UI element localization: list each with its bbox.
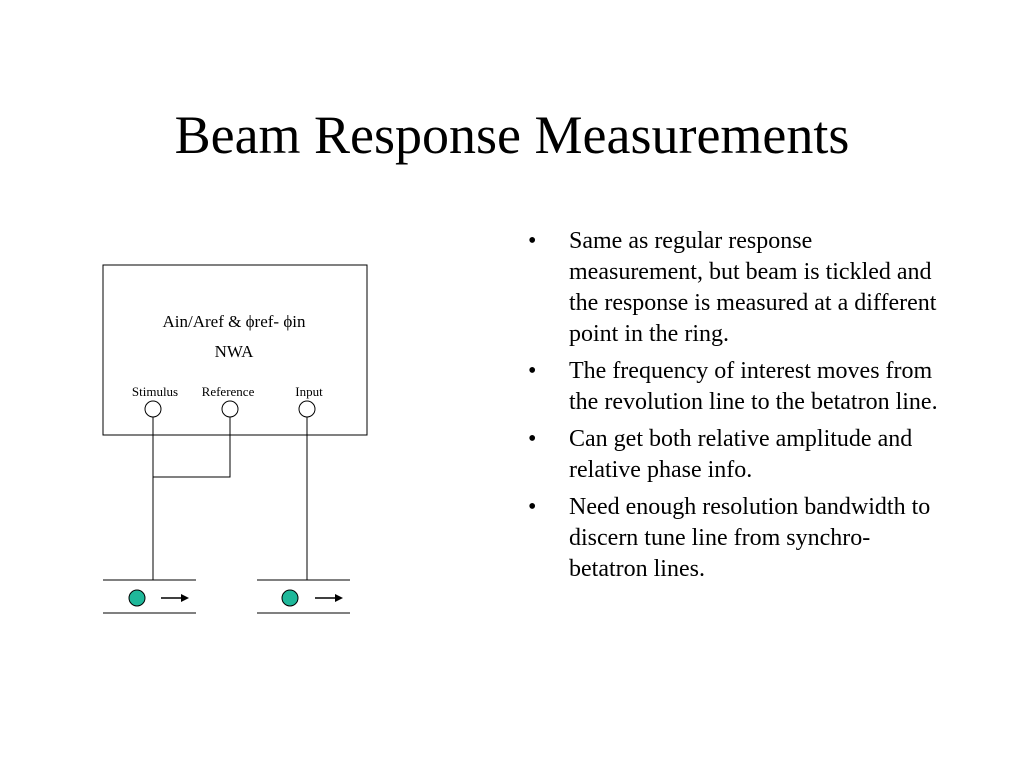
port-label-input: Input xyxy=(295,384,323,399)
bullet-text: Need enough resolution bandwidth to disc… xyxy=(569,494,931,582)
bullet-item: • Same as regular response measurement, … xyxy=(528,226,948,350)
bullet-item: • The frequency of interest moves from t… xyxy=(528,356,948,418)
bullet-marker: • xyxy=(528,358,537,384)
stimulus-port xyxy=(144,400,162,418)
input-port xyxy=(298,400,316,418)
port-label-stimulus: Stimulus xyxy=(132,384,178,399)
bullet-list: • Same as regular response measurement, … xyxy=(528,226,948,591)
beam-arrow-right-head xyxy=(335,594,343,602)
bullet-item: • Need enough resolution bandwidth to di… xyxy=(528,492,948,585)
port-label-reference: Reference xyxy=(202,384,255,399)
nwa-box xyxy=(102,264,368,436)
bullet-item: • Can get both relative amplitude and re… xyxy=(528,424,948,486)
instrument-label: NWA xyxy=(215,342,254,361)
slide-title: Beam Response Measurements xyxy=(174,105,850,165)
bullet-marker: • xyxy=(528,228,537,254)
stimulus-reference-cable xyxy=(153,417,231,478)
beam-arrow-left-head xyxy=(181,594,189,602)
bullet-text: Can get both relative amplitude and rela… xyxy=(569,426,913,483)
measurement-label: Ain/Aref & ϕref- ϕin xyxy=(163,312,306,331)
bullet-marker: • xyxy=(528,426,537,452)
bullet-marker: • xyxy=(528,494,537,520)
beam-dot-right xyxy=(281,589,299,607)
bullet-text: The frequency of interest moves from the… xyxy=(569,358,938,415)
bullet-text: Same as regular response measurement, bu… xyxy=(569,228,937,347)
reference-port xyxy=(221,400,239,418)
beam-dot-left xyxy=(128,589,146,607)
